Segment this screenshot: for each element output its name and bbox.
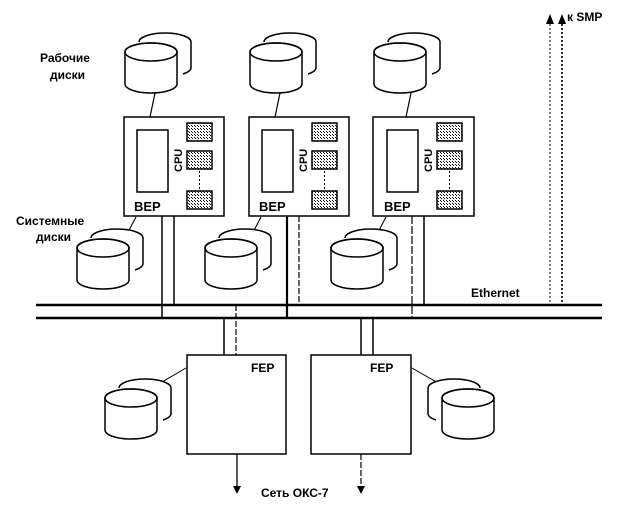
work-disk-connector-1 [149,92,156,118]
fep-label: FEP [251,361,274,375]
fep-bus-links [223,305,374,355]
system-disks-label-line1: Системные [16,214,84,228]
memory-block [261,129,294,193]
fep-node-1: FEP [186,354,287,455]
system-disk-1 [76,228,144,290]
work-disk-1 [124,32,192,94]
fep-disk-2 [427,378,495,440]
bep-label: BEP [134,199,161,214]
work-disk-connector-3 [405,92,412,118]
cpu-chip [311,122,338,142]
cpu-chip [186,150,213,170]
bep-label: BEP [384,199,411,214]
cpu-label: CPU [423,149,435,172]
bep-node-1: CPU BEP [123,116,225,217]
work-disks-label-line1: Рабочие [40,51,90,65]
bep-node-2: CPU BEP [248,116,350,217]
ss7-network-label: Сеть ОКС-7 [261,486,329,500]
arrow-down-icon [357,486,365,494]
ethernet-label: Ethernet [471,286,520,300]
work-disk-connector-2 [274,92,281,118]
cpu-chip [311,150,338,170]
cpu-chip [186,122,213,142]
cpu-chip [311,190,338,210]
cpu-label: CPU [173,149,185,172]
bep-label: BEP [259,199,286,214]
smp-label: к SMP [567,10,602,24]
bep-bus-links [161,216,425,318]
fep-label: FEP [370,361,393,375]
work-disk-3 [373,32,441,94]
cpu-chip [436,190,463,210]
fep-disk-1 [104,378,172,440]
memory-block [136,129,169,193]
work-disk-2 [249,32,317,94]
bep-node-3: CPU BEP [372,116,475,217]
arrow-down-icon [233,486,241,494]
work-disks-label-line2: диски [50,68,85,82]
arrow-up-icon [558,14,566,24]
fep-box [310,354,412,455]
cpu-chip [436,150,463,170]
arrow-up-icon [546,14,554,24]
memory-block [386,129,419,193]
smp-links [546,14,566,303]
system-disk-3 [330,228,398,290]
fep-node-2: FEP [310,354,412,455]
cpu-chip [436,122,463,142]
system-disk-2 [204,228,272,290]
system-disks-label-line2: диски [36,230,71,244]
cpu-label: CPU [298,149,310,172]
cpu-chip [186,190,213,210]
